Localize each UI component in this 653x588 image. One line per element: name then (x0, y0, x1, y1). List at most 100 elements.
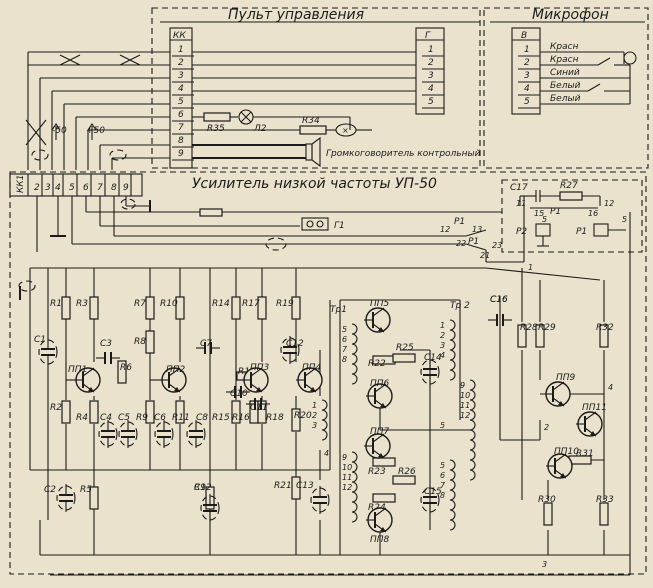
svg-text:11: 11 (516, 199, 526, 208)
p1-label-a: Р1 (550, 207, 561, 217)
transistor-пп8: ПП8 (366, 507, 393, 545)
component-group: R1R2R3R4R5R6R7R8R9R10R11R12R13R14R15R16R… (34, 295, 614, 545)
mic-wire-4: Белый (550, 81, 581, 91)
svg-text:R15: R15 (212, 413, 230, 423)
kk-pin-4: 4 (178, 84, 184, 94)
capacitor-с4: С4 (98, 413, 118, 448)
svg-text:5: 5 (440, 421, 445, 430)
resistor-r10: R10 (160, 296, 185, 320)
v-pin-2: 2 (524, 58, 530, 68)
svg-text:R31: R31 (576, 449, 594, 459)
transistor-пп2: ПП2 (160, 365, 187, 393)
svg-text:8: 8 (440, 491, 445, 500)
resistor-r1: R1 (50, 296, 71, 320)
svg-text:2: 2 (544, 423, 549, 432)
svg-text:R8: R8 (134, 337, 146, 347)
kk1-pin-9: 9 (123, 183, 129, 193)
svg-text:R7: R7 (134, 299, 146, 309)
svg-text:11: 11 (342, 473, 352, 482)
svg-text:7: 7 (342, 345, 348, 354)
svg-text:ПП3: ПП3 (250, 363, 270, 373)
svg-text:4: 4 (324, 449, 329, 458)
control-bus (192, 51, 416, 105)
p1-label-d: Р1 (468, 237, 479, 247)
kk-pin-3: 3 (178, 71, 184, 81)
svg-text:ПП11: ПП11 (582, 403, 607, 413)
resistor-r7: R7 (134, 296, 155, 320)
tr1-label: Тр1 (330, 305, 347, 315)
svg-text:ПП7: ПП7 (370, 427, 390, 437)
resistor-r2: R2 (50, 400, 71, 424)
l2-label: Л2 (253, 124, 267, 134)
svg-text:R29: R29 (538, 323, 556, 333)
resistor-r8: R8 (134, 330, 155, 354)
g1-label: Г1 (334, 221, 345, 231)
svg-text:ПП5: ПП5 (370, 299, 390, 309)
kk-pin-6: 6 (178, 110, 184, 120)
kk1-pin-7: 7 (97, 183, 103, 193)
resistor-r14: R14 (212, 296, 241, 320)
resistor-r5: R5 (80, 485, 99, 510)
plus50-label: +50 (86, 126, 105, 136)
transistor-пп11: ПП11 (576, 403, 607, 437)
capacitor-с6: С6 (154, 413, 174, 448)
svg-text:1: 1 (312, 401, 317, 410)
svg-text:С2: С2 (44, 485, 56, 495)
g-pin-5: 5 (428, 97, 434, 107)
capacitor-с13: С13 (296, 481, 330, 514)
kk1-pin-3: 3 (45, 183, 51, 193)
svg-text:R3: R3 (76, 299, 88, 309)
amplifier-title: Усилитель низкой частоты УП-50 (192, 176, 437, 192)
mic-wire-3: Синий (550, 68, 580, 78)
resistor-r9: R9 (136, 400, 155, 424)
capacitor-с10: С10 (226, 386, 250, 399)
kk1-pin-6: 6 (83, 183, 89, 193)
resistor-r21: R21 (274, 476, 301, 500)
v-pin-4: 4 (524, 84, 530, 94)
svg-text:R33: R33 (596, 495, 614, 505)
capacitor-с14: С14 (420, 353, 442, 386)
transistor-пп7: ПП7 (364, 427, 391, 459)
svg-text:С16: С16 (490, 295, 508, 305)
svg-text:С10: С10 (230, 389, 248, 399)
svg-text:R23: R23 (368, 467, 386, 477)
relay-block: С17 R27 11 12 15 Р1 16 Р2 Р1 5 5 (501, 179, 643, 253)
capacitor-с8: С8 (186, 413, 208, 448)
svg-text:R5: R5 (80, 485, 92, 495)
connector-kk-label: КК (173, 31, 186, 41)
resistor-r23: R23 (368, 457, 396, 477)
svg-text:8: 8 (342, 355, 347, 364)
tr2-label: Тр 2 (450, 301, 470, 311)
connector-v-label: В (521, 31, 527, 41)
control-panel: Пульт управления (151, 7, 481, 169)
svg-text:R11: R11 (172, 413, 190, 423)
svg-text:11: 11 (460, 401, 470, 410)
g-pin-4: 4 (428, 84, 434, 94)
svg-text:ПП6: ПП6 (370, 379, 390, 389)
resistor-r29: R29 (535, 323, 556, 348)
resistor-r32: R32 (596, 323, 614, 348)
resistor-r4: R4 (76, 400, 99, 424)
svg-text:R25: R25 (396, 343, 414, 353)
resistor-r6: R6 (117, 360, 132, 384)
microphone-panel-title: Микрофон (532, 7, 609, 23)
svg-text:12: 12 (460, 411, 470, 420)
svg-text:R18: R18 (266, 413, 284, 423)
transistor-пп1: ПП1 (68, 365, 101, 393)
control-panel-title: Пульт управления (228, 7, 364, 23)
capacitor-с15: С15 (420, 486, 442, 514)
minus50-label: -50 (52, 126, 67, 136)
svg-text:R21: R21 (274, 481, 292, 491)
svg-text:12: 12 (342, 483, 352, 492)
svg-text:R4: R4 (76, 413, 88, 423)
svg-text:6: 6 (440, 471, 445, 480)
svg-text:13: 13 (472, 225, 482, 234)
svg-text:10: 10 (342, 463, 352, 472)
svg-text:9: 9 (460, 381, 465, 390)
svg-text:С11: С11 (250, 403, 268, 413)
capacitor-с3: С3 (96, 339, 120, 364)
svg-text:С5: С5 (118, 413, 130, 423)
